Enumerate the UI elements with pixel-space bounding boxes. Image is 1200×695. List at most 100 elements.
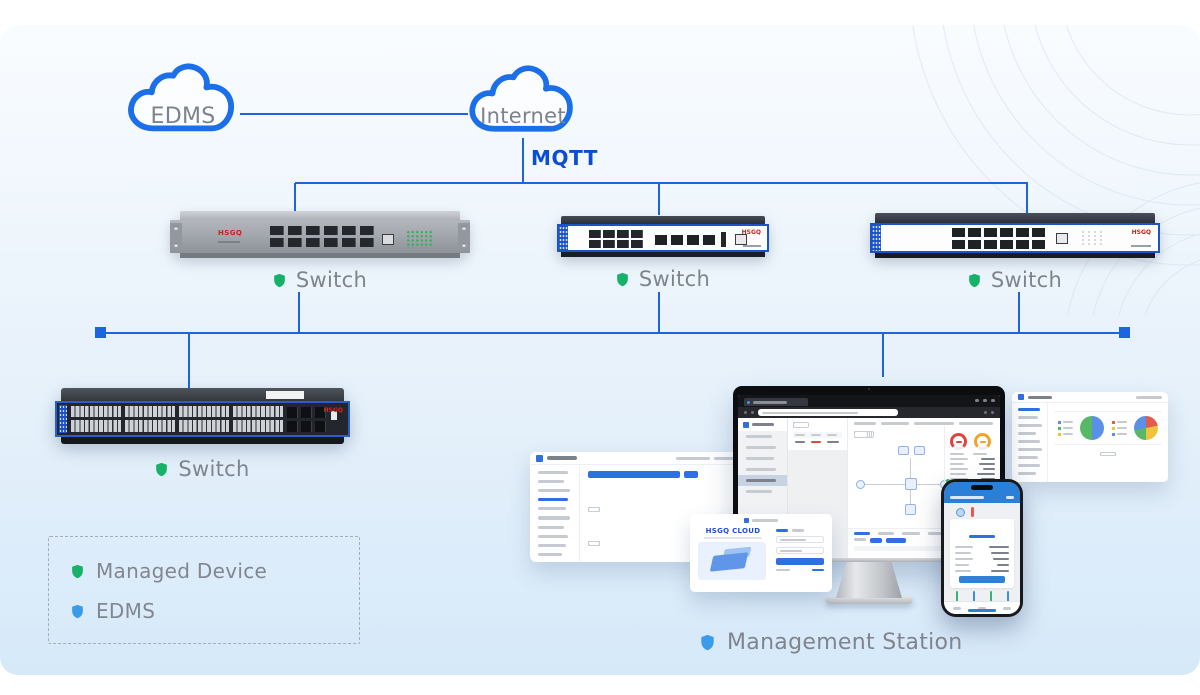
brand-logo: HSGQ — [1131, 229, 1151, 236]
shield-icon — [701, 634, 714, 651]
smartphone — [941, 479, 1023, 617]
model-text — [218, 241, 240, 243]
cloud-icon — [128, 63, 235, 132]
browser-address-bar — [738, 407, 1000, 418]
dashboard-window — [1012, 392, 1168, 482]
cloud-icon — [469, 65, 573, 132]
password-field — [776, 547, 824, 554]
management-station-text: Management Station — [727, 630, 963, 655]
switch-device-image: HSGQ — [170, 211, 470, 259]
legend: Managed Device EDMS — [48, 536, 360, 644]
detail-tabs-panel — [848, 528, 1000, 558]
bus-endpoint-right — [1119, 327, 1130, 338]
ethernet-port-group — [233, 406, 283, 432]
shield-icon — [72, 564, 83, 578]
app-sidebar — [530, 465, 580, 562]
legend-item-managed-device: Managed Device — [71, 559, 267, 583]
model-text — [743, 245, 761, 247]
search-input — [588, 471, 680, 478]
url-field — [758, 409, 898, 416]
phone-action-button — [959, 576, 1005, 583]
device-node-icon — [856, 480, 865, 489]
text-skeleton — [588, 485, 732, 512]
edms-cloud: EDMS — [122, 62, 244, 144]
brand-logo: HSGQ — [741, 229, 761, 236]
device-label: Switch — [170, 268, 470, 292]
connection-line-internet-drop — [522, 138, 524, 183]
shield-icon — [617, 272, 628, 286]
faceplate-strip — [59, 405, 67, 433]
ethernet-port-group — [179, 406, 229, 432]
cloud-node-icon — [914, 446, 925, 455]
connection-line-edms-internet — [240, 113, 468, 115]
shield-icon — [156, 462, 168, 476]
device-label: Switch — [557, 267, 769, 291]
pie-legend — [1057, 420, 1073, 436]
sfp-ports — [655, 235, 717, 245]
login-card: HSGQ CLOUD — [690, 514, 832, 592]
uplink-port — [1056, 233, 1068, 244]
rack-ear — [458, 223, 470, 250]
phone-app-bar — [944, 491, 1020, 503]
switch-label: Switch — [638, 267, 711, 291]
internet-cloud: Internet — [462, 64, 584, 144]
app-content — [580, 465, 740, 562]
switch-label: Switch — [178, 457, 250, 481]
switch-bottom: HSGQ Switch — [55, 388, 350, 481]
pie-chart — [1134, 416, 1159, 440]
phone-info-card — [950, 519, 1014, 588]
device-label: Switch — [870, 268, 1160, 292]
webcam-icon — [868, 388, 870, 390]
led-indicators — [1080, 230, 1106, 246]
server-node-icon — [905, 504, 916, 515]
bus-endpoint-left — [95, 327, 106, 338]
switch-label: Switch — [990, 268, 1063, 292]
pie-chart — [1080, 416, 1105, 440]
console-port — [721, 232, 726, 247]
browser-tab — [744, 398, 808, 406]
ethernet-ports — [270, 226, 374, 247]
legend-label: Managed Device — [96, 559, 268, 583]
login-button — [776, 558, 824, 565]
sidebar-item-selected — [738, 475, 787, 486]
led-indicators — [406, 230, 432, 248]
dashboard-content — [1048, 403, 1168, 482]
decorative-waves — [912, 25, 1200, 315]
switch-top-middle: HSGQ Switch — [557, 216, 769, 291]
phone-bottom-nav — [944, 601, 1020, 614]
cpu-gauge — [950, 433, 967, 450]
monitor-stand-neck — [836, 562, 902, 598]
connection-switch2-bus2 — [658, 292, 660, 333]
mqtt-protocol-label: MQTT — [531, 146, 599, 170]
thermometer-icon — [971, 507, 974, 517]
dashboard-sidebar — [1012, 403, 1048, 482]
monitor-stand-base — [825, 596, 913, 604]
phone-device-glyphs — [944, 503, 1020, 517]
switch-device-image: HSGQ — [557, 216, 769, 258]
app-logo-icon — [744, 518, 749, 523]
switch-device-image: HSGQ — [870, 213, 1160, 259]
monitor-chin — [733, 558, 1005, 562]
connection-bus-top — [295, 182, 1028, 184]
dashboard-table — [1054, 444, 1162, 456]
username-field — [776, 536, 824, 543]
gauge-charts — [950, 433, 995, 450]
login-card-header — [690, 514, 832, 523]
dashboard-header — [1012, 392, 1168, 403]
breadcrumb — [848, 418, 1000, 429]
connection-switch3-bus2 — [1018, 292, 1020, 333]
login-promo: HSGQ CLOUD — [698, 527, 768, 580]
uplink-port — [735, 234, 747, 245]
pie-legend — [1111, 420, 1127, 436]
model-text — [1131, 245, 1151, 247]
filter-tabs — [848, 429, 1000, 442]
console-port — [382, 234, 394, 245]
search-button — [684, 471, 698, 478]
switch-label: Switch — [295, 268, 368, 292]
home-indicator — [968, 609, 996, 612]
charts-row — [1054, 411, 1162, 440]
switch-top-right: HSGQ Switch — [870, 213, 1160, 292]
connection-drop-switch2 — [658, 183, 660, 215]
usb-port — [331, 410, 337, 420]
